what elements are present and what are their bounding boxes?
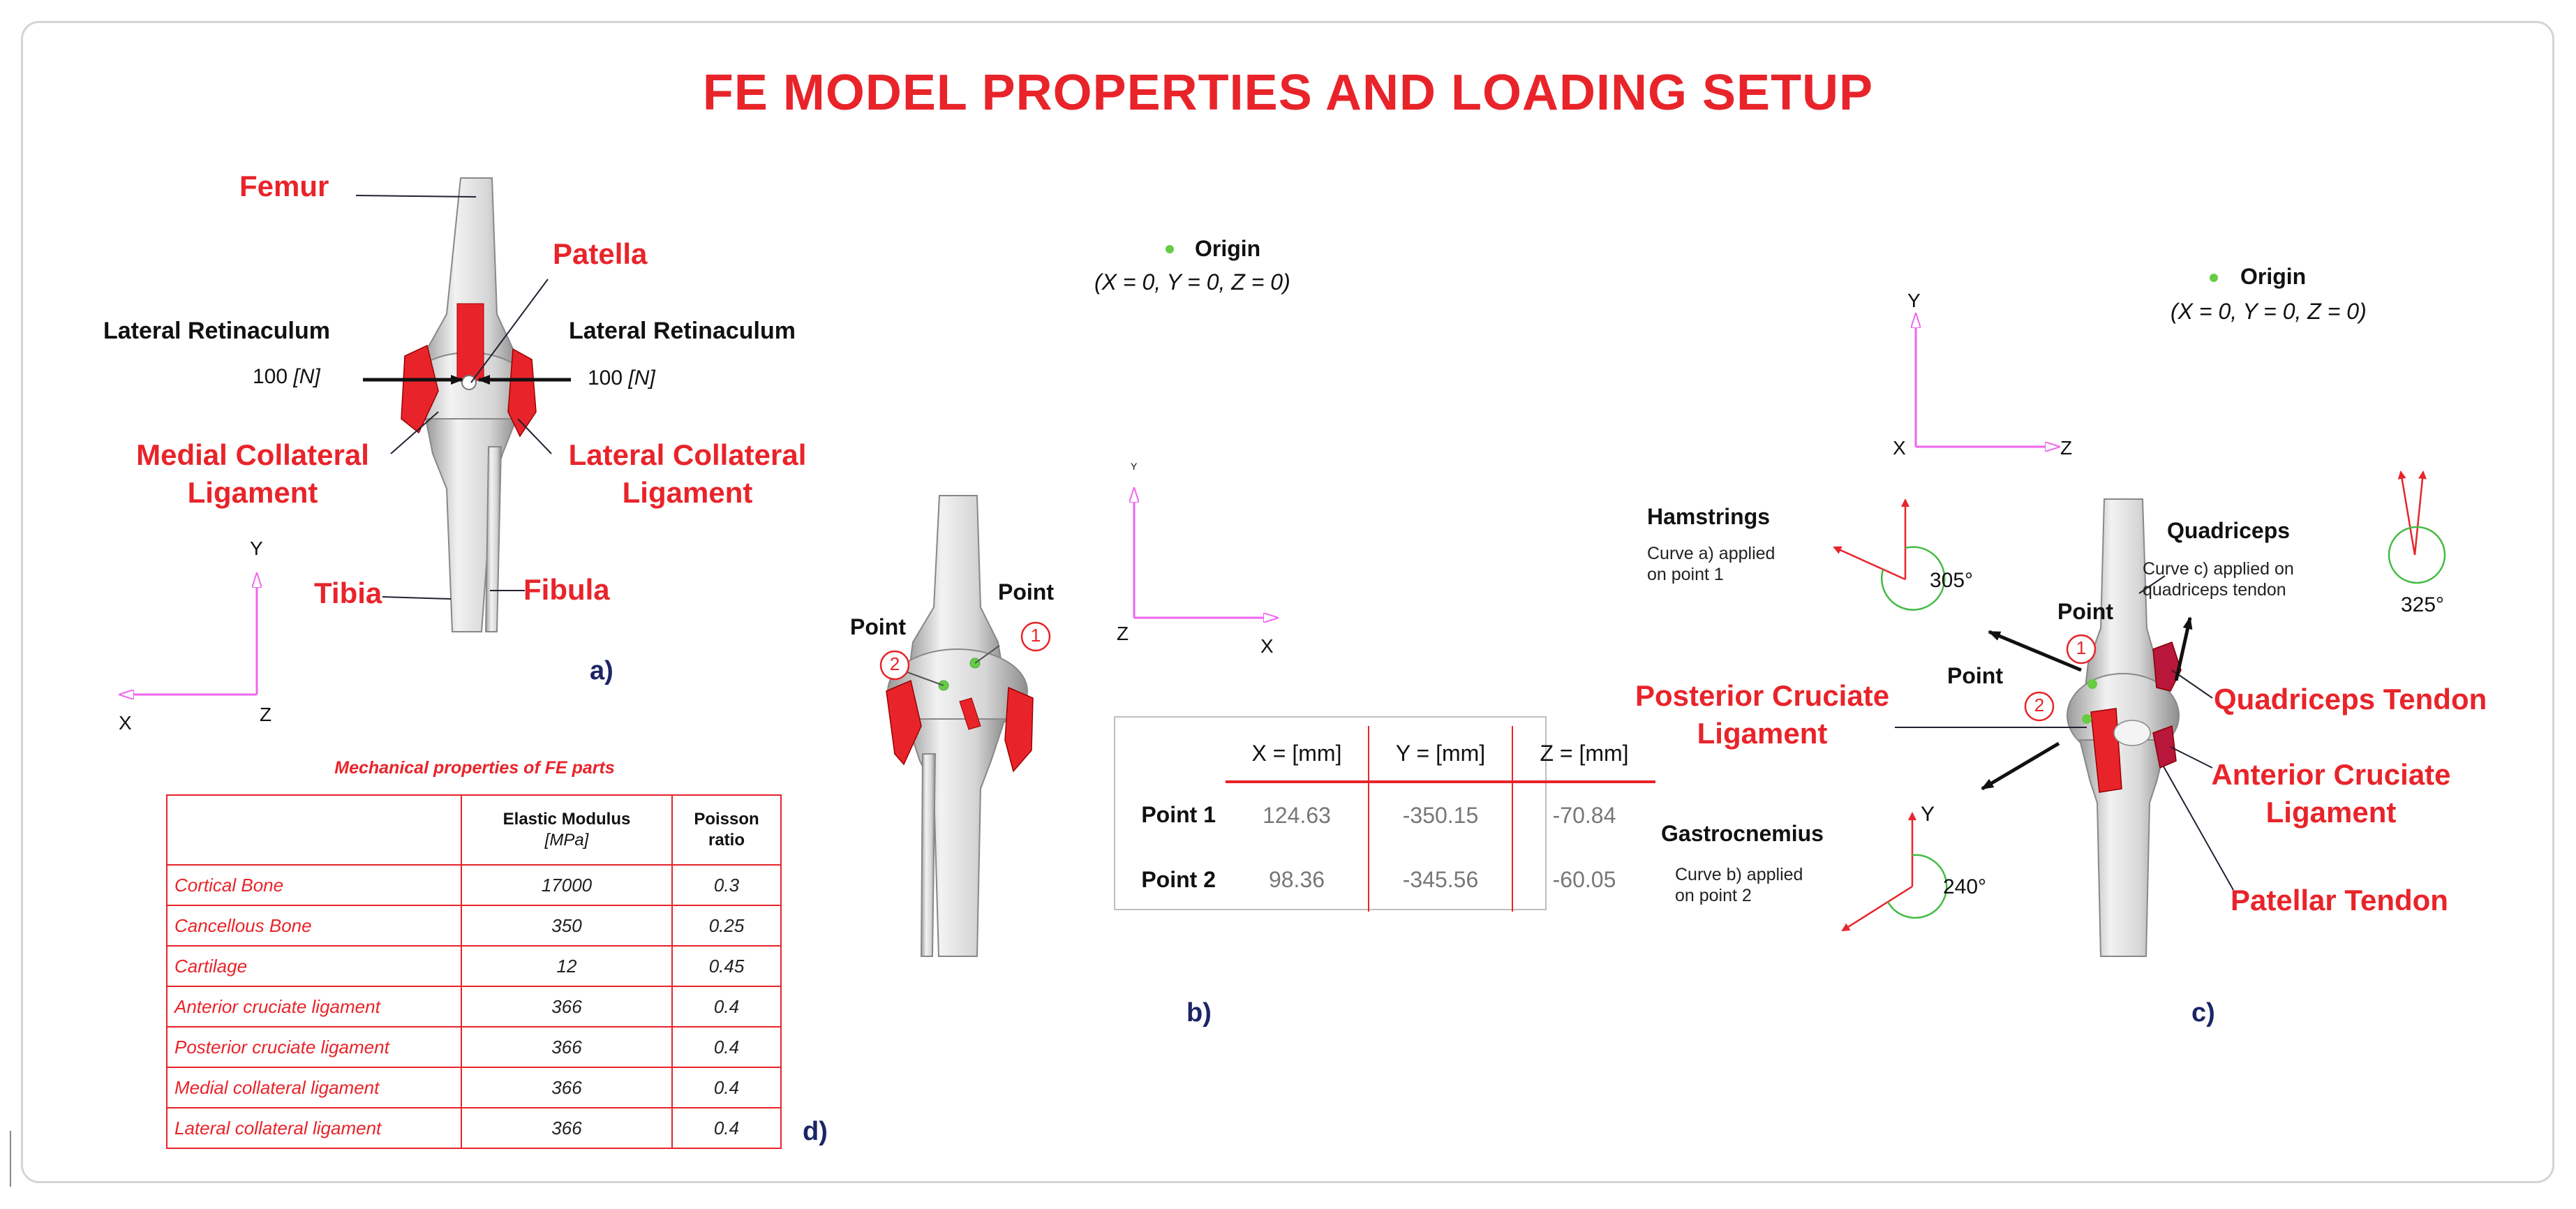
page-title: FE MODEL PROPERTIES AND LOADING SETUP [702,65,1874,121]
quadriceps-label: Quadriceps [2167,518,2291,543]
femur-label: Femur [239,170,329,202]
axis-b-x-label: X [1260,635,1274,657]
origin-b-marker [1166,245,1174,253]
point-1-circle [1020,621,1051,652]
panel-b-letter: b) [1186,998,1212,1028]
quadriceps-leader [2138,575,2166,594]
quadriceps-angle-icon [2388,470,2446,584]
point-1-number: 1 [1030,625,1041,646]
axis-a-x-label: X [119,712,132,734]
hamstrings-force-arrow [1988,630,2082,672]
point-c1-label: Point [2057,599,2113,624]
gastrocnemius-force-arrow [1981,741,2060,791]
coord-header-y: Y = [mm] [1368,726,1512,783]
origin-c-label: Origin [2240,264,2307,289]
origin-b-label: Origin [1195,236,1261,261]
mp-header-modulus: Elastic Modulus[MPa] [461,794,673,866]
mp-corner [166,794,462,866]
quadriceps-force-arrow [2174,616,2193,681]
mcl-leader [390,411,439,454]
patellar-tendon-label: Patellar Tendon [2231,884,2448,917]
coord-corner [1114,726,1226,782]
point-c2-label: Point [1947,663,2003,688]
panel-a-letter: a) [590,656,613,685]
axis-c-y-label: Y [1907,290,1921,311]
point-c2-circle [2024,691,2055,722]
lcl-leader [517,418,552,454]
table-row: Point 2 98.36 -345.56 -60.05 [1114,847,1655,912]
tibia-label: Tibia [314,577,382,609]
panel-c-letter: c) [2191,998,2215,1028]
knee-model-a [401,177,537,632]
axis-b-y-label: Y [1131,461,1138,472]
tibia-leader [382,596,452,600]
point-2-label: Point [850,614,906,639]
point-2-number: 2 [889,653,900,674]
table-row: Point 1 124.63 -350.15 -70.84 [1114,782,1655,847]
point-coordinates-table: X = [mm] Y = [mm] Z = [mm] Point 1 124.6… [1114,726,1655,912]
origin-b-coordinates: (X = 0, Y = 0, Z = 0) [1094,269,1290,295]
panel-d-letter: d) [803,1117,828,1146]
gastrocnemius-axis-y-label: Y [1921,803,1935,826]
coord-header-x: X = [mm] [1226,726,1369,783]
gastrocnemius-angle-icon [1841,812,1948,932]
point-c2-number: 2 [2034,695,2045,715]
patella-leader [470,279,549,383]
coord-header-z: Z = [mm] [1512,726,1655,783]
origin-c-coordinates: (X = 0, Y = 0, Z = 0) [2171,299,2367,324]
point-2-circle [879,650,910,681]
point-c1-number: 1 [2076,637,2087,658]
point-c1-circle [2066,634,2097,665]
knee-model-c [2067,498,2182,957]
gastrocnemius-angle: 240° [1943,875,1987,898]
axis-c-z-label: Z [2060,437,2073,459]
point-1-label: Point [998,579,1054,604]
fibula-label: Fibula [523,573,610,606]
axis-a-y-label: Y [250,537,263,559]
hamstrings-angle-icon [1833,498,1946,611]
axis-b-z-label: Z [1117,623,1129,644]
point-c2-marker [2082,714,2092,724]
divider-line [10,1131,11,1187]
acl-leader [2170,746,2213,769]
quadriceps-angle: 325° [2401,593,2445,616]
mechanical-properties-title: Mechanical properties of FE parts [334,758,615,778]
femur-leader [355,195,477,198]
force-right-label: 100 [N] [588,366,655,390]
quadriceps-tendon-label: Quadriceps Tendon [2214,683,2487,715]
force-left-label: 100 [N] [253,365,320,388]
patella-label: Patella [553,237,648,270]
hamstrings-angle: 305° [1930,569,1974,592]
hamstrings-label: Hamstrings [1647,504,1771,529]
lateral-retinaculum-left-label: Lateral Retinaculum [103,318,330,344]
point-c1-marker [2087,679,2097,689]
axis-c-x-label: X [1893,437,1906,459]
axis-a-z-label: Z [260,704,272,725]
patellar-tendon-leader [2163,766,2234,891]
knee-model-b [886,495,1034,957]
origin-c-marker [2210,274,2218,282]
lateral-retinaculum-right-label: Lateral Retinaculum [569,318,796,344]
gastrocnemius-label: Gastrocnemius [1661,821,1824,846]
